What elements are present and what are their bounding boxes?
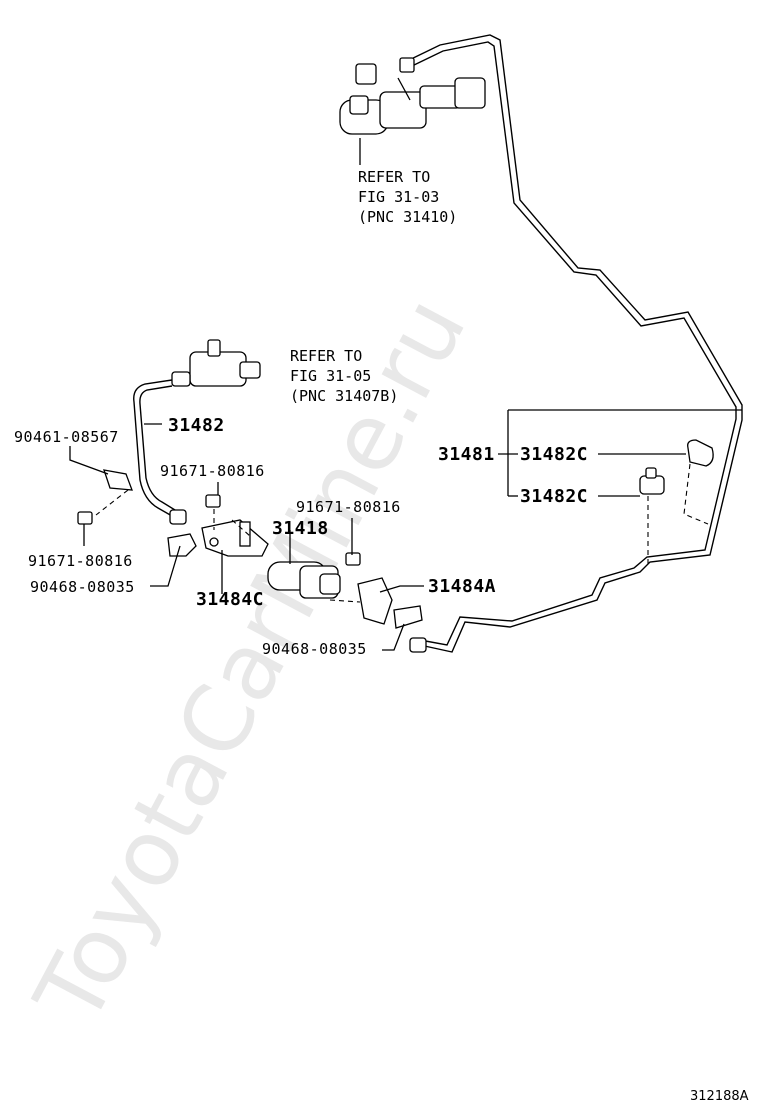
bracket-clip-left [167, 533, 197, 557]
clutch-master-cylinder [339, 57, 486, 165]
label-31482: 31482 [168, 415, 225, 436]
label-31418: 31418 [272, 518, 329, 539]
ref-tee-line1: REFER TO [290, 347, 362, 365]
ref-master-line3: (PNC 31410) [358, 208, 457, 226]
tee-fitting [171, 339, 261, 387]
bracket-clip-right [393, 605, 423, 629]
ref-master-cylinder: REFER TO FIG 31-03 (PNC 31410) [358, 168, 457, 226]
ref-tee-line2: FIG 31-05 [290, 367, 371, 385]
clamp-31482c-bottom [639, 467, 665, 566]
bracket-31484c [201, 500, 269, 557]
bracket-31484a [329, 577, 393, 625]
watermark: ToyotaCarMine.ru [14, 280, 486, 1041]
clutch-line-tube [404, 34, 743, 653]
release-cylinder [267, 561, 341, 599]
label-31482c-bottom: 31482C [520, 486, 588, 507]
label-91671-80816-b: 91671-80816 [296, 498, 401, 516]
flexible-hose [133, 379, 173, 517]
ref-master-line1: REFER TO [358, 168, 430, 186]
label-90461-08567: 90461-08567 [14, 428, 119, 446]
label-91671-80816-c: 91671-80816 [28, 552, 133, 570]
hose-clip-left [77, 469, 133, 525]
line-end-fitting [409, 637, 427, 653]
label-31482c-top: 31482C [520, 444, 588, 465]
ref-tee-line3: (PNC 31407B) [290, 387, 398, 405]
label-31484c: 31484C [196, 589, 264, 610]
hose-end-fitting [169, 509, 187, 525]
label-91671-80816-a: 91671-80816 [160, 462, 265, 480]
figure-id: 312188A [690, 1089, 749, 1104]
label-31481: 31481 [438, 444, 495, 465]
label-31484a: 31484A [428, 576, 496, 597]
bolt-91671-b [345, 552, 361, 566]
clamp-31482c-top [683, 439, 714, 525]
ref-tee-fitting: REFER TO FIG 31-05 (PNC 31407B) [290, 347, 398, 405]
bolt-91671-a [205, 494, 221, 508]
label-90468-08035-b: 90468-08035 [262, 640, 367, 658]
ref-master-line2: FIG 31-03 [358, 188, 439, 206]
label-90468-08035-a: 90468-08035 [30, 578, 135, 596]
